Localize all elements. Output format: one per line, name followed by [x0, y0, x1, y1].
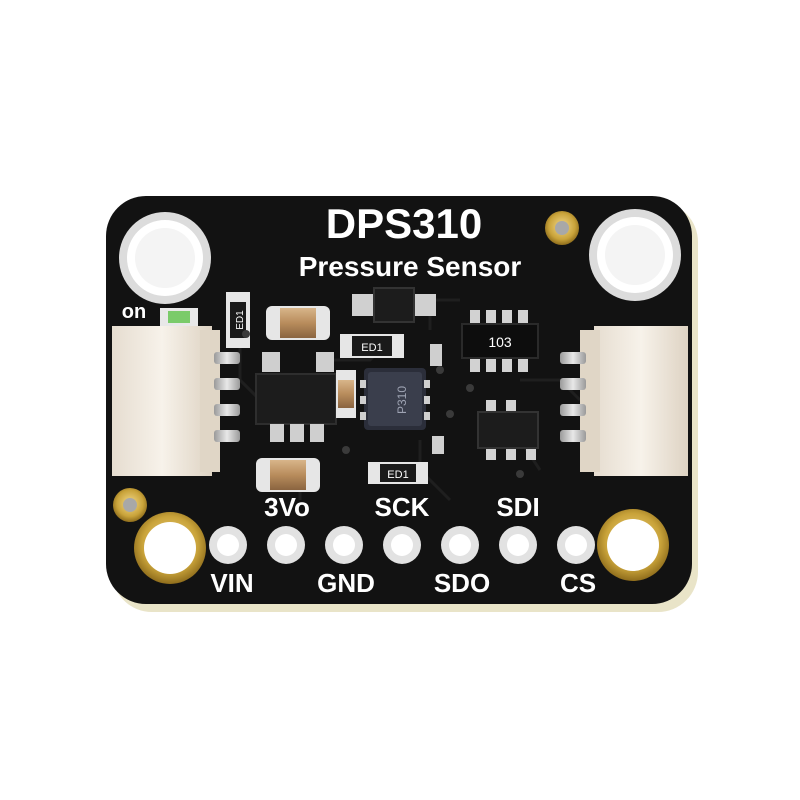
level-shifter-chip — [477, 400, 539, 460]
board-title: DPS310 — [326, 200, 482, 247]
smd-code-3: ED1 — [387, 469, 408, 481]
mounting-hole-bottom-right-center — [607, 519, 659, 571]
stemma-connector-left — [112, 326, 240, 476]
capacitor-bottom — [256, 458, 320, 492]
capacitor-vertical — [336, 370, 356, 418]
board-subtitle: Pressure Sensor — [299, 251, 522, 282]
capacitor-top — [266, 306, 330, 340]
smd-resistor-3: ED1 — [368, 462, 428, 484]
pin-label-gnd: GND — [317, 568, 375, 598]
schottky-diode — [352, 287, 436, 323]
smd-code-2: ED1 — [361, 342, 382, 354]
resistor-array-code: 103 — [488, 334, 512, 350]
header-pads — [209, 526, 595, 564]
resistor-array: 103 — [461, 310, 539, 372]
capacitor-small-1 — [430, 344, 442, 366]
pin-label-sck: SCK — [375, 492, 430, 522]
mounting-hole-top-right — [589, 209, 681, 301]
stemma-connector-right — [560, 326, 688, 476]
fiducial-top-center — [555, 221, 569, 235]
smd-resistor-2: ED1 — [340, 334, 404, 358]
smd-resistor-1: ED1 — [226, 292, 250, 348]
pin-label-vin: VIN — [210, 568, 253, 598]
vias — [242, 330, 524, 478]
smd-code-1: ED1 — [235, 310, 246, 330]
dps310-sensor-chip: P310 — [360, 368, 430, 430]
power-led-lens — [168, 311, 190, 323]
pin-label-cs: CS — [560, 568, 596, 598]
capacitor-small-2 — [432, 436, 444, 454]
pin-label-sdi: SDI — [496, 492, 539, 522]
pin-label-3vo: 3Vo — [264, 492, 310, 522]
led-label: on — [122, 301, 146, 323]
fiducial-bottom-center — [123, 498, 137, 512]
voltage-regulator — [255, 352, 337, 442]
mounting-hole-top-left — [119, 212, 211, 304]
mounting-hole-bottom-left-center — [144, 522, 196, 574]
chip-marking: P310 — [395, 386, 409, 414]
pin-label-sdo: SDO — [434, 568, 490, 598]
